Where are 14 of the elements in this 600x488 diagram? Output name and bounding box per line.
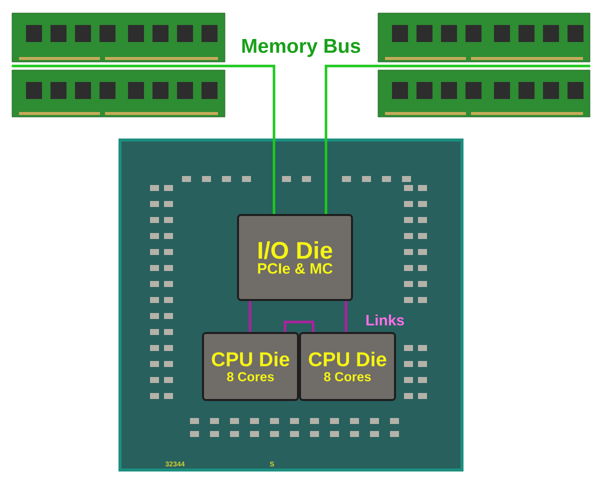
connector-label: Memory Bus bbox=[242, 39, 360, 57]
memory-module-drawing bbox=[12, 12, 226, 62]
connector-label: Links bbox=[366, 314, 404, 326]
connector-line bbox=[248, 301, 252, 332]
die-box: I/O Die PCIe & MC bbox=[237, 214, 353, 301]
memory-module-drawing bbox=[12, 70, 226, 118]
connector-line bbox=[324, 64, 590, 214]
connector-line bbox=[344, 301, 348, 332]
die-box: CPU Die 8 Cores bbox=[299, 332, 396, 401]
memory-module-drawing bbox=[378, 70, 590, 118]
connector-line bbox=[284, 320, 314, 332]
die-box: CPU Die 8 Cores bbox=[202, 332, 299, 401]
memory-module-drawing bbox=[378, 12, 590, 62]
connector-line bbox=[12, 64, 276, 214]
